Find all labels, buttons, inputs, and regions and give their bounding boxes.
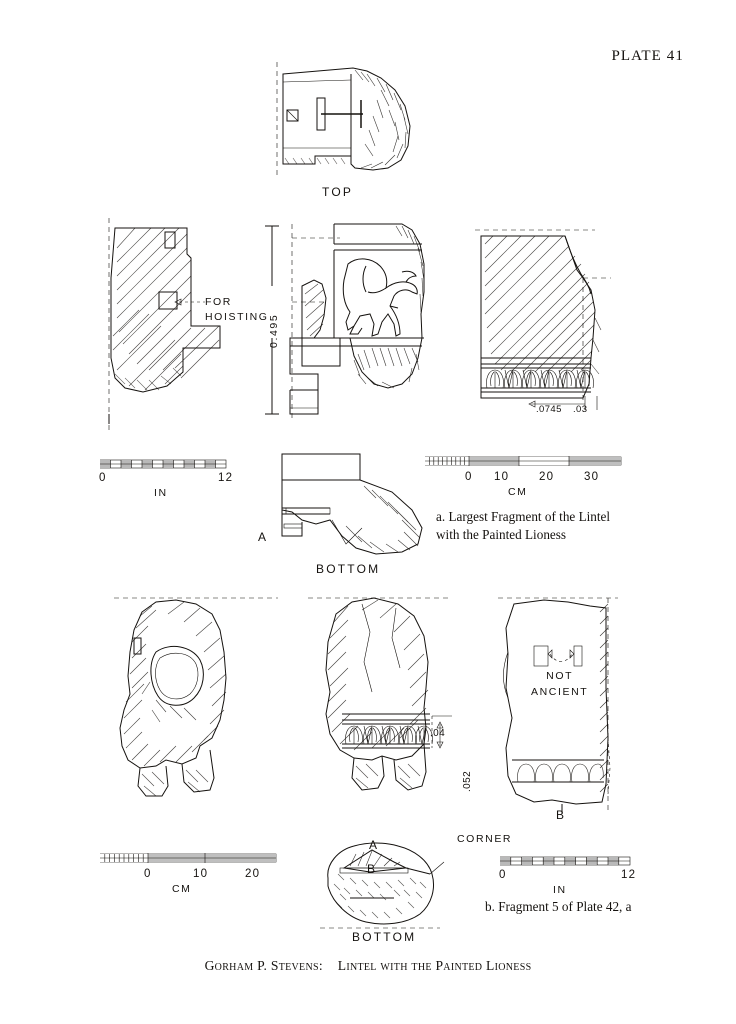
section-marker-b-right: B	[556, 808, 567, 822]
scale-bar-a-inches	[100, 458, 230, 474]
scale-bar-a-cm	[425, 455, 625, 471]
figure-a-left-elevation	[95, 218, 245, 433]
dimension-height-0495: 0.495	[268, 313, 280, 348]
figure-a-bottom-view	[272, 450, 442, 565]
label-top-view: TOP	[322, 185, 354, 199]
label-for-hoisting: FOR HOISTING	[205, 296, 269, 324]
figure-b-bottom-view	[310, 828, 470, 938]
footer-author: Gorham P. Stevens:	[204, 958, 323, 973]
scale-a-cm-tick-30: 30	[584, 471, 600, 483]
caption-figure-b: b. Fragment 5 of Plate 42, a	[485, 899, 632, 914]
scale-a-cm-tick-0: 0	[465, 471, 473, 483]
label-bottom-view-a: BOTTOM	[316, 562, 381, 576]
label-not-ancient: NOT ANCIENT	[531, 670, 589, 698]
plate-label: PLATE 41	[611, 48, 684, 64]
scale-a-in-tick-12: 12	[218, 472, 234, 484]
section-marker-a: A	[258, 530, 269, 544]
scale-b-cm-unit: CM	[172, 883, 192, 895]
scale-a-in-unit: IN	[154, 487, 168, 499]
figure-a-top-view	[255, 60, 445, 180]
figure-b-centre-fragment	[300, 588, 480, 818]
scale-a-cm-unit: CM	[508, 486, 528, 498]
footer-title: Lintel with the Painted Lioness	[337, 958, 532, 973]
scale-bar-b-inches	[500, 855, 635, 871]
dimension-03: .03	[573, 404, 588, 415]
scale-b-cm-tick-0: 0	[144, 868, 152, 880]
figure-b-right-fragment	[490, 588, 640, 818]
figure-a-right-elevation	[465, 218, 625, 433]
marker-a-bottom: A	[369, 838, 380, 852]
scale-b-in-unit: IN	[553, 884, 567, 896]
scale-a-cm-tick-20: 20	[539, 471, 555, 483]
dimension-04: .04	[430, 728, 446, 739]
label-corner: CORNER	[457, 833, 513, 845]
scale-b-cm-tick-10: 10	[193, 868, 209, 880]
scale-b-cm-tick-20: 20	[245, 868, 261, 880]
caption-figure-a: a. Largest Fragment of the Lintel with t…	[436, 509, 611, 543]
scale-a-in-tick-0: 0	[99, 472, 107, 484]
marker-b-bottom: B	[367, 862, 378, 876]
plate-footer: Gorham P. Stevens: Lintel with the Paint…	[0, 958, 736, 974]
scale-b-in-tick-12: 12	[621, 869, 637, 881]
figure-a-front-elevation-lioness	[262, 218, 442, 433]
scale-bar-b-cm	[100, 852, 280, 868]
dimension-0745: .0745	[536, 404, 562, 415]
dimension-052: .052	[462, 770, 473, 792]
figure-b-left-fragment	[100, 590, 280, 820]
scale-b-in-tick-0: 0	[499, 869, 507, 881]
label-bottom-view-b: BOTTOM	[352, 930, 417, 944]
scale-a-cm-tick-10: 10	[494, 471, 510, 483]
